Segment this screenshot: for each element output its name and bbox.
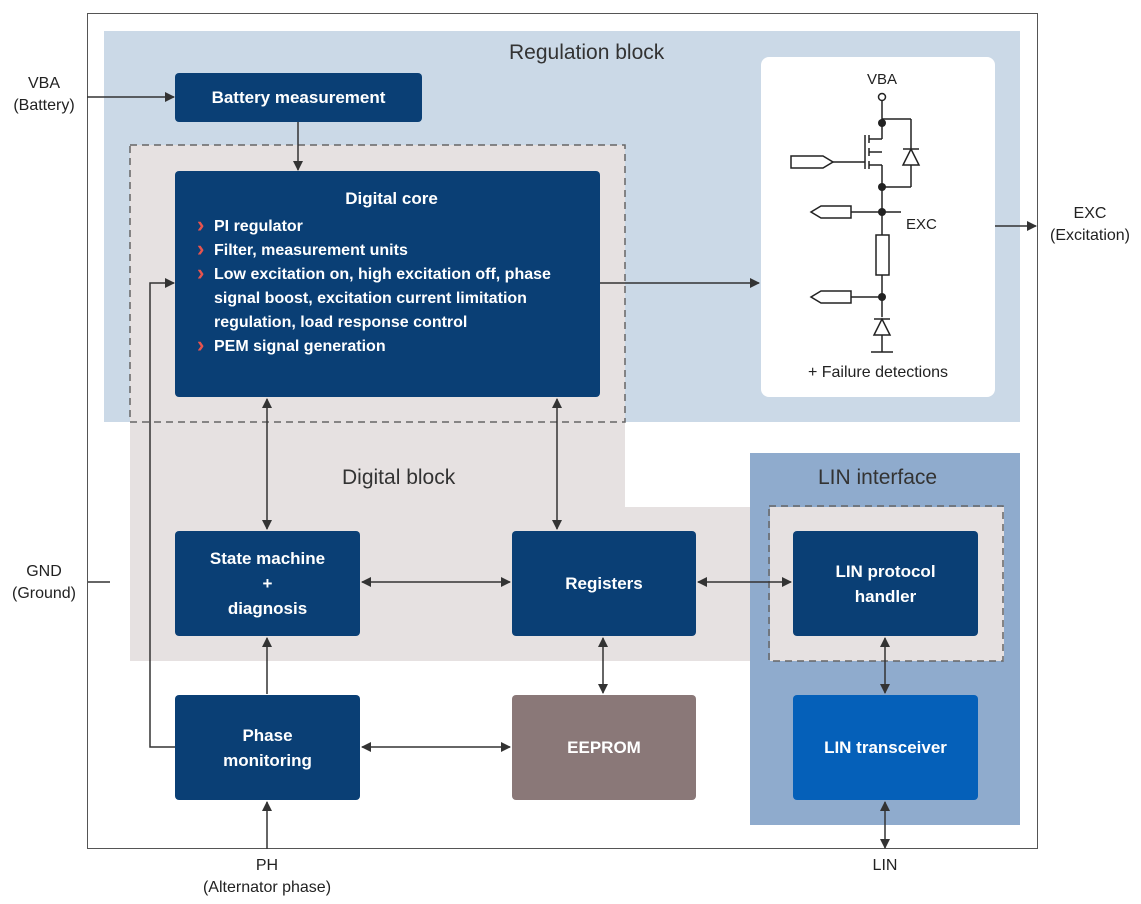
lin-transceiver-block: LIN transceiver	[793, 695, 978, 800]
state-machine-line: +	[262, 574, 273, 593]
phase-monitoring-line: Phase	[242, 725, 293, 745]
lin-interface-title: LIN interface	[818, 466, 938, 489]
freewheel-diode	[872, 317, 892, 336]
lin-protocol-handler-line: handler	[854, 586, 917, 606]
excitation-circuit-card	[761, 57, 995, 397]
phase-monitoring-line: monitoring	[223, 750, 312, 770]
failure-detections-label: + Failure detections	[807, 364, 949, 381]
node-dot	[878, 293, 886, 301]
phase-monitoring-block: Phase monitoring	[175, 695, 360, 800]
regulation-block-title: Regulation block	[509, 41, 665, 64]
digital-core-block: Digital core PI regulator Filter, measur…	[175, 171, 600, 397]
circuit-exc-label: EXC	[906, 216, 937, 233]
digital-core-item: Filter, measurement units	[197, 237, 586, 263]
ph-pin-label: PH (Alternator phase)	[177, 855, 357, 899]
digital-block-title: Digital block	[342, 466, 456, 489]
mosfet-diode	[901, 147, 921, 166]
digital-core-item: PEM signal generation	[197, 333, 586, 359]
node-dot	[878, 119, 886, 127]
ph-pin-desc: (Alternator phase)	[202, 879, 332, 896]
vba-pin-name: VBA	[27, 75, 60, 92]
digital-core-item: PI regulator	[197, 213, 586, 239]
vba-pin-desc: (Battery)	[13, 97, 75, 114]
exc-sense-terminal	[809, 205, 852, 219]
lin-protocol-handler-line: LIN protocol	[835, 561, 936, 581]
gnd-pin-desc: (Ground)	[11, 585, 77, 602]
eeprom-block: EEPROM	[512, 695, 696, 800]
excitation-circuit-schematic	[790, 92, 921, 353]
digital-core-item: Low excitation on, high excitation off, …	[197, 261, 586, 335]
battery-measurement-block: Battery measurement	[175, 73, 422, 122]
lin-protocol-handler-block: LIN protocol handler	[793, 531, 978, 636]
exc-pin-name: EXC	[1073, 205, 1107, 222]
exc-pin-desc: (Excitation)	[1049, 227, 1131, 244]
chip-outline	[87, 13, 1038, 849]
gnd-pin-name: GND	[26, 563, 62, 580]
resistor	[875, 234, 890, 276]
node-dot	[878, 183, 886, 191]
registers-block: Registers	[512, 531, 696, 636]
ph-pin-name: PH	[255, 857, 279, 874]
gnd-pin-label: GND (Ground)	[0, 561, 88, 605]
current-sense-terminal	[809, 290, 852, 304]
state-machine-block: State machine + diagnosis	[175, 531, 360, 636]
gate-input-terminal	[790, 155, 835, 169]
state-machine-line: State machine	[209, 549, 326, 568]
lin-pin-label: LIN	[872, 857, 898, 874]
digital-core-dashed-outline	[129, 144, 626, 423]
vba-pin-label: VBA (Battery)	[0, 73, 88, 117]
digital-core-title: Digital core	[345, 189, 438, 208]
phase-to-core-feedback	[149, 278, 175, 748]
node-dot	[878, 208, 886, 216]
state-machine-line: diagnosis	[227, 599, 308, 618]
vba-terminal	[877, 92, 887, 102]
exc-pin-label: EXC (Excitation)	[1040, 203, 1140, 247]
digital-core-list: PI regulator Filter, measurement units L…	[197, 213, 586, 359]
circuit-vba-label: VBA	[867, 71, 898, 88]
